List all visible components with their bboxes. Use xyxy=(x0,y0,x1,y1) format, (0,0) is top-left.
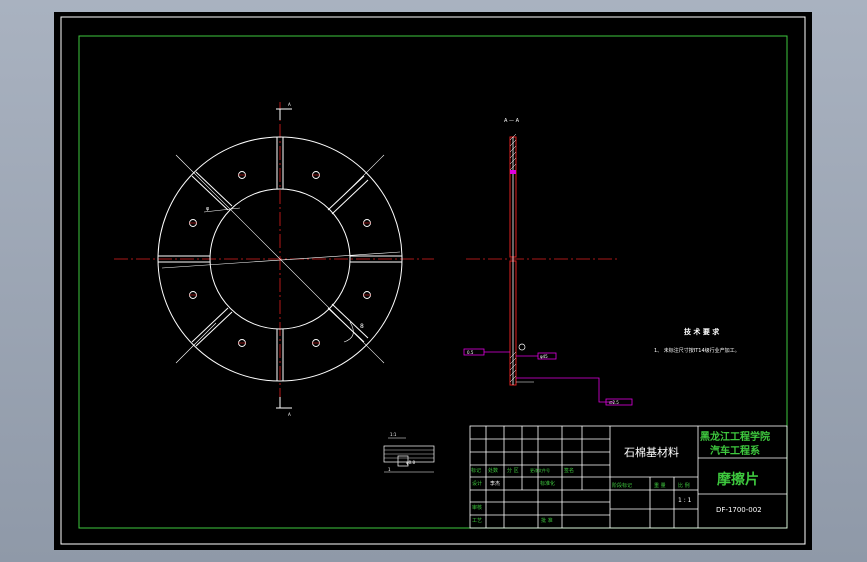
row-label-count: 处数 xyxy=(488,467,498,474)
tech-requirements-title: 技 术 要 求 xyxy=(684,327,720,336)
row-label-mark: 标记 xyxy=(471,467,481,474)
row-label-change-doc: 更改文件号 xyxy=(530,467,550,473)
row-label-zone: 分 区 xyxy=(507,467,519,474)
section-hatching-top xyxy=(509,133,517,171)
row-label-sign: 签名 xyxy=(564,467,574,474)
rivet-detail: 1:1 φ0.8 1 xyxy=(383,432,435,473)
standard-label: 标准化 xyxy=(540,480,555,487)
diagonal-center-lines xyxy=(175,154,385,364)
material-label: 石棉基材料 xyxy=(624,445,679,459)
disc-inner-circle xyxy=(209,188,351,330)
school-name: 黑龙江工程学院 xyxy=(700,430,770,443)
svg-text:1: 1 xyxy=(388,467,391,472)
section-marker-top xyxy=(276,108,292,120)
review-label: 审核 xyxy=(472,504,482,511)
section-hatching-bottom xyxy=(509,351,517,383)
dimension-diameter-label: φ xyxy=(206,206,210,212)
title-block-text: 石棉基材料 黑龙江工程学院 汽车工程系 摩擦片 DF-1700-002 标记 处… xyxy=(471,430,770,524)
callout-box-right xyxy=(537,352,557,360)
approve-label: 批 准 xyxy=(541,517,553,524)
disc-outer-circle xyxy=(157,136,403,382)
section-marker-label-top: A xyxy=(288,102,291,107)
tech-requirements-line: 1、 未标注尺寸按IT14级行业产加工。 xyxy=(654,347,740,354)
section-view-label: A — A xyxy=(504,118,520,124)
scale-label: 比 例 xyxy=(678,482,690,489)
dimension-note-label: 8 xyxy=(360,323,364,330)
drawing-number: DF-1700-002 xyxy=(716,506,762,514)
section-marker-bottom xyxy=(276,397,292,409)
callout-box-left xyxy=(463,348,485,356)
callout-text-left: 0.5 xyxy=(467,350,474,355)
front-view[interactable]: A A xyxy=(114,102,434,417)
stage-label: 阶段标记 xyxy=(612,482,632,489)
callout-text-bottom: ∅2.5 xyxy=(609,400,619,405)
design-label: 设计 xyxy=(472,480,482,487)
drawing-canvas[interactable]: A A xyxy=(54,12,812,550)
section-highlight-mark xyxy=(510,170,516,174)
process-label: 工艺 xyxy=(472,518,482,524)
section-marker-label-bottom: A xyxy=(288,412,291,417)
designer-signature: 李杰 xyxy=(490,480,500,487)
section-view[interactable]: A — A 0.5 φ45 ∅2.5 xyxy=(463,118,633,406)
rivet-hole-marks xyxy=(189,174,371,344)
title-block[interactable] xyxy=(469,425,788,529)
department-name: 汽车工程系 xyxy=(710,444,760,457)
svg-text:φ0.8: φ0.8 xyxy=(406,460,415,465)
sheet-outer-border xyxy=(60,16,806,545)
svg-text:1:1: 1:1 xyxy=(390,432,397,437)
scale-value: 1 : 1 xyxy=(678,497,692,504)
callout-text-right: φ45 xyxy=(540,354,548,359)
weight-label: 重 量 xyxy=(654,482,666,489)
sheet-frame xyxy=(78,35,788,529)
drawing-sheet: A A xyxy=(60,16,806,545)
part-name: 摩擦片 xyxy=(717,471,759,488)
front-dimensions xyxy=(161,207,401,343)
section-note-circle xyxy=(518,343,526,351)
callout-box-bottom xyxy=(605,398,633,406)
section-leaders xyxy=(484,351,614,403)
